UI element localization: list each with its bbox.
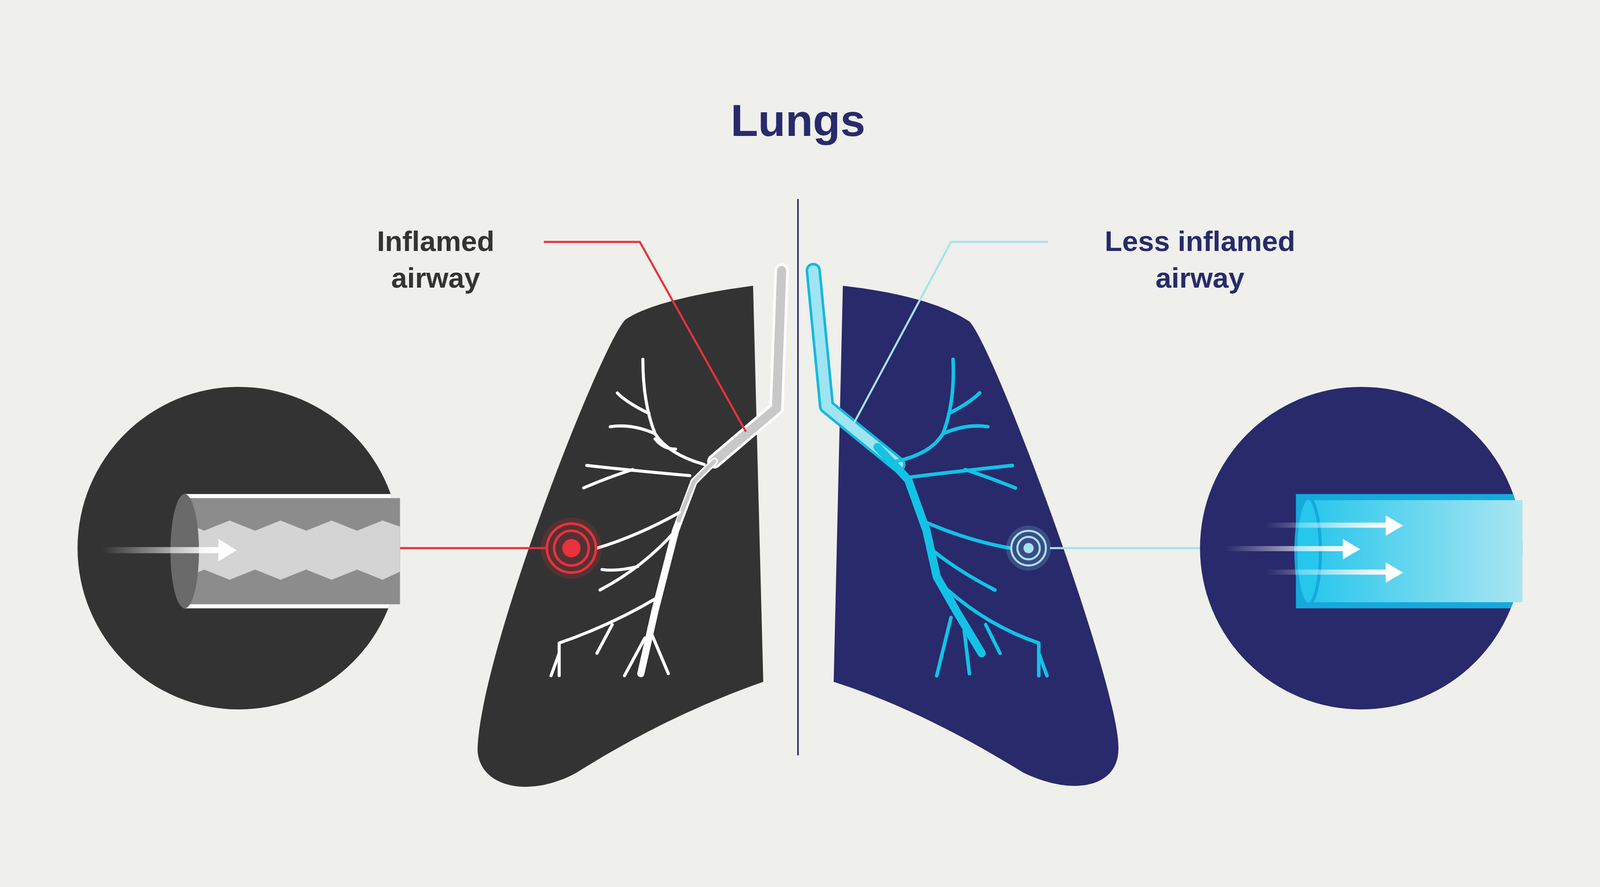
callout-label: Inflamed airway (346, 222, 525, 296)
inflamed-lung (477, 285, 764, 787)
divider-line (797, 198, 799, 756)
healthy-airway-zoom (1200, 386, 1542, 710)
healthy-bronchi (813, 270, 1048, 676)
inflamed-bronchi (550, 270, 782, 676)
healthy-lung (833, 285, 1119, 786)
leader-line (400, 546, 548, 549)
leader-line (544, 241, 747, 432)
healthy-marker (1005, 525, 1051, 571)
leader-line (1049, 546, 1203, 549)
diagram-title: Lungs (730, 93, 865, 148)
inflamed-airway-zoom (77, 386, 419, 710)
inflammation-marker (540, 517, 602, 579)
leader-line (851, 241, 1048, 427)
callout-label: Less inflamed airway (1077, 222, 1323, 296)
